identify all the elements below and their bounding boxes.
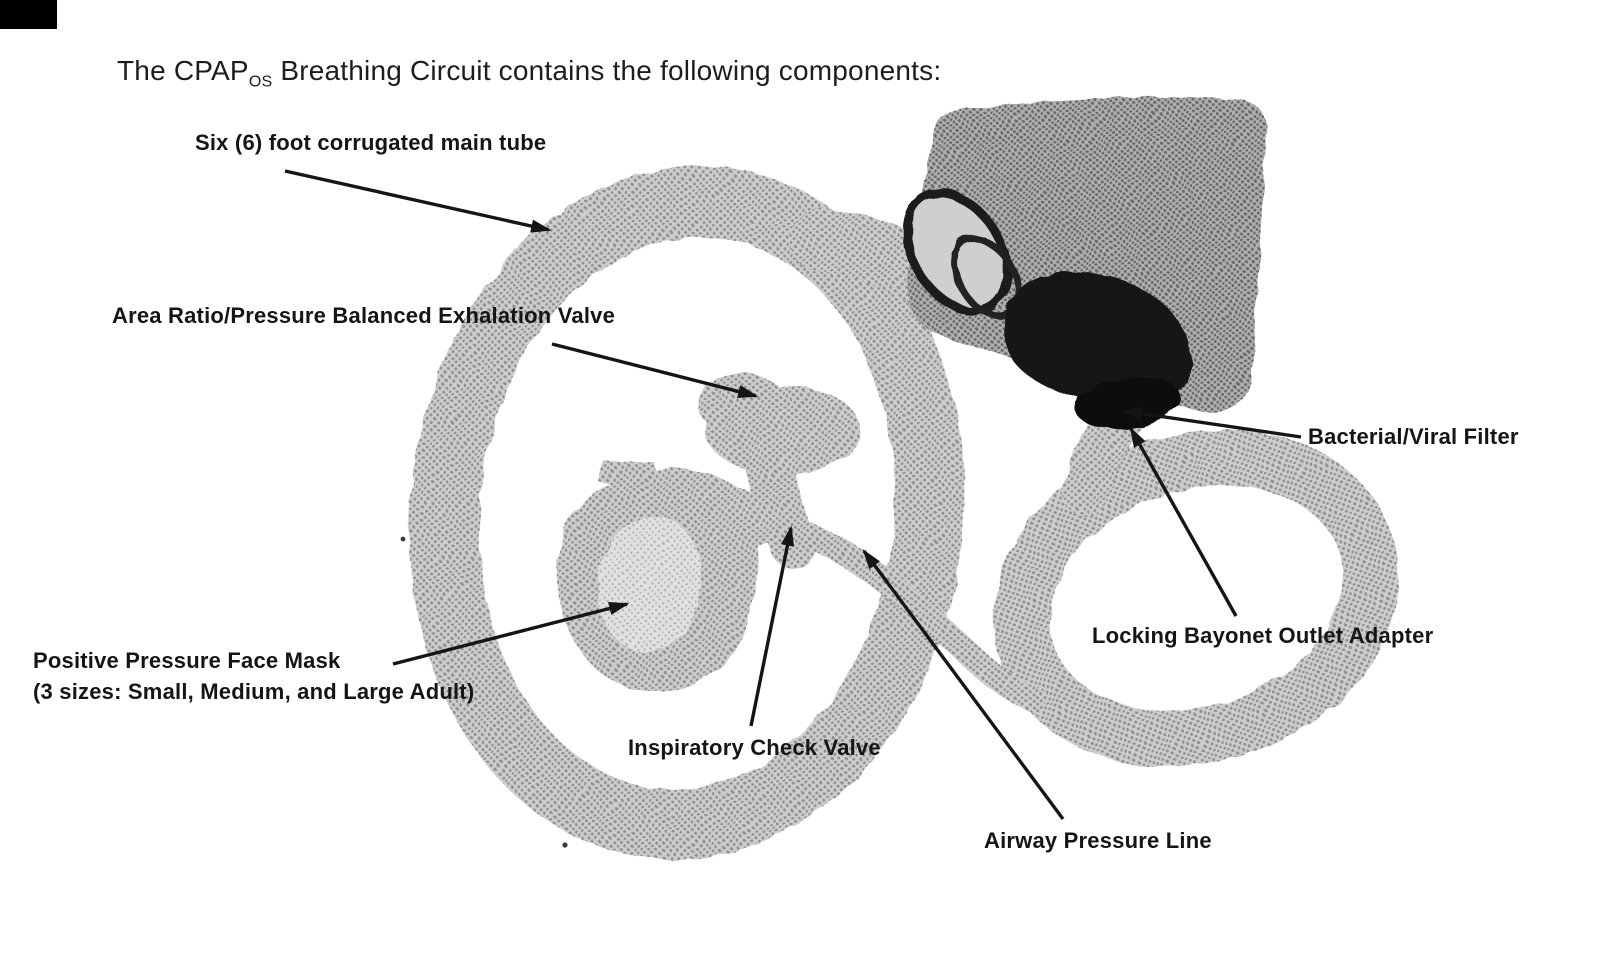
- arrow-main-tube: [284, 169, 552, 233]
- title-subscript: OS: [248, 73, 273, 91]
- title-prefix: The CPAP: [117, 55, 249, 86]
- arrow-face-mask: [392, 602, 630, 666]
- callout-arrows: [284, 169, 1302, 821]
- label-locking-bayonet: Locking Bayonet Outlet Adapter: [1092, 623, 1434, 648]
- scan-speck: [400, 536, 406, 542]
- arrow-locking-bayonet: [1129, 426, 1238, 617]
- label-airway-pressure-line: Airway Pressure Line: [984, 828, 1212, 853]
- arrow-bacterial-viral-filter: [1121, 407, 1302, 439]
- label-main-tube: Six (6) foot corrugated main tube: [195, 130, 547, 155]
- label-exhalation-valve: Area Ratio/Pressure Balanced Exhalation …: [112, 303, 616, 328]
- page-title: The CPAPOS Breathing Circuit contains th…: [117, 55, 941, 92]
- airway-pressure-tube: [798, 521, 1049, 716]
- scan-speck: [562, 842, 568, 848]
- face-mask: [557, 459, 760, 693]
- bacterial-viral-filter-body: [1003, 271, 1191, 406]
- title-suffix: Breathing Circuit contains the following…: [272, 55, 942, 86]
- corner-scan-mark: [0, 0, 57, 29]
- label-face-mask: Positive Pressure Face Mask (3 sizes: Sm…: [33, 645, 474, 707]
- label-face-mask-line1: Positive Pressure Face Mask: [33, 648, 341, 673]
- scan-artifacts: [0, 0, 568, 848]
- label-face-mask-line2: (3 sizes: Small, Medium, and Large Adult…: [33, 679, 475, 704]
- arrow-inspiratory-check-valve: [749, 525, 794, 727]
- label-bacterial-viral-filter: Bacterial/Viral Filter: [1308, 424, 1519, 449]
- right-tube-loop: [993, 396, 1399, 767]
- label-inspiratory-check-valve: Inspiratory Check Valve: [628, 735, 881, 760]
- arrow-exhalation-valve: [551, 342, 759, 399]
- arrow-airway-pressure-line: [862, 548, 1065, 821]
